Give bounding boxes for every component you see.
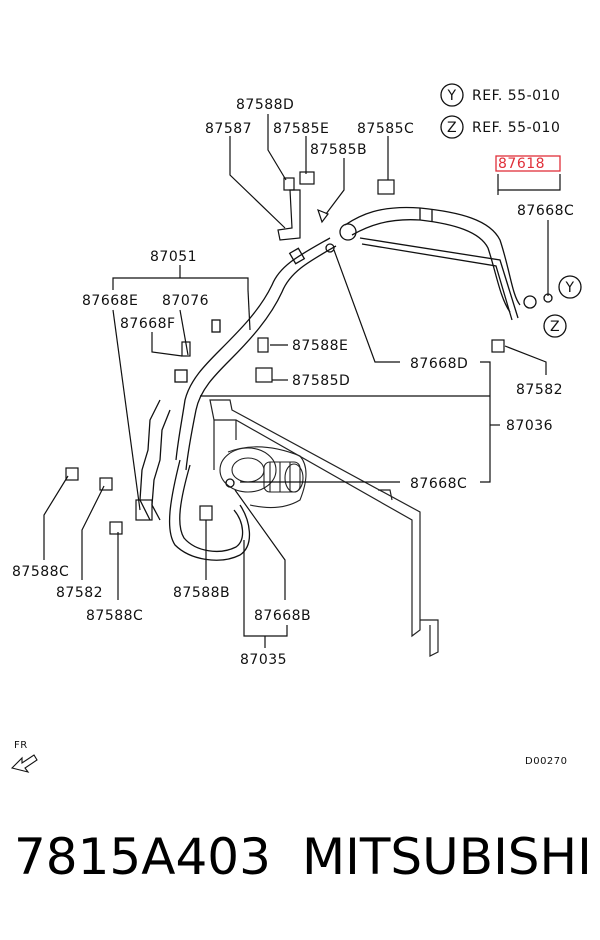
ref-legend: Y REF. 55-010 Z REF. 55-010 bbox=[440, 83, 560, 139]
label-87668e[interactable]: 87668E bbox=[82, 293, 138, 309]
label-87588b[interactable]: 87588B bbox=[173, 585, 230, 601]
label-87668b[interactable]: 87668B bbox=[254, 608, 311, 624]
part-number: 7815A403 bbox=[14, 828, 271, 886]
compressor-drawing bbox=[219, 446, 307, 509]
front-direction-marker: FR bbox=[10, 740, 38, 773]
fr-label: FR bbox=[14, 740, 28, 751]
label-87588d[interactable]: 87588D bbox=[236, 97, 294, 113]
label-87582-left[interactable]: 87582 bbox=[56, 585, 103, 601]
label-87668f[interactable]: 87668F bbox=[120, 316, 176, 332]
label-87588c-low[interactable]: 87588C bbox=[86, 608, 143, 624]
label-87585e[interactable]: 87585E bbox=[273, 121, 329, 137]
label-87582-right[interactable]: 87582 bbox=[516, 382, 563, 398]
footer: 7815A403 MITSUBISHI bbox=[0, 828, 600, 908]
callout-z: Z bbox=[550, 319, 560, 335]
label-87668c-mid[interactable]: 87668C bbox=[410, 476, 467, 492]
label-87585c[interactable]: 87585C bbox=[357, 121, 414, 137]
label-87051[interactable]: 87051 bbox=[150, 249, 197, 265]
hose-lines bbox=[139, 206, 553, 561]
condenser-drawing bbox=[209, 399, 439, 657]
ref-text-z: REF. 55-010 bbox=[472, 120, 560, 136]
leader-lines bbox=[43, 114, 561, 648]
label-87587[interactable]: 87587 bbox=[205, 121, 252, 137]
callout-y: Y bbox=[564, 280, 574, 296]
ref-letter-y: Y bbox=[446, 88, 456, 104]
diagram-code: D00270 bbox=[525, 756, 568, 767]
highlight-box bbox=[495, 155, 561, 172]
manufacturer: MITSUBISHI bbox=[302, 828, 592, 886]
ref-text-y: REF. 55-010 bbox=[472, 88, 560, 104]
label-87036[interactable]: 87036 bbox=[506, 418, 553, 434]
label-87588c-left[interactable]: 87588C bbox=[12, 564, 69, 580]
label-87588e[interactable]: 87588E bbox=[292, 338, 348, 354]
label-87668c-top[interactable]: 87668C bbox=[517, 203, 574, 219]
label-87618[interactable]: 87618 bbox=[498, 156, 545, 172]
parts-diagram: Y REF. 55-010 Z REF. 55-010 bbox=[10, 83, 582, 773]
label-87668d[interactable]: 87668D bbox=[410, 356, 468, 372]
label-87585d[interactable]: 87585D bbox=[292, 373, 350, 389]
arrow-icon bbox=[10, 754, 38, 773]
label-87076[interactable]: 87076 bbox=[162, 293, 209, 309]
label-87585b[interactable]: 87585B bbox=[310, 142, 367, 158]
ref-letter-z: Z bbox=[447, 120, 457, 136]
label-87035[interactable]: 87035 bbox=[240, 652, 287, 668]
